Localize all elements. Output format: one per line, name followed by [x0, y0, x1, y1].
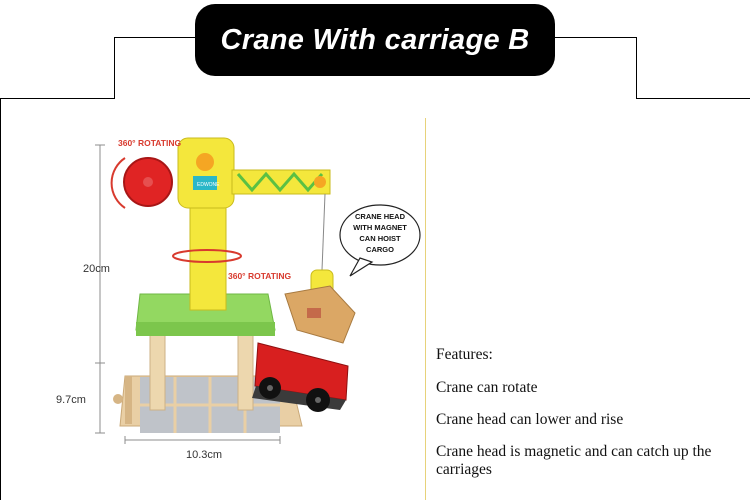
- feature-item: Crane head can lower and rise: [436, 411, 624, 428]
- dimension-height-label: 20cm: [83, 263, 110, 275]
- red-winch-wheel: [123, 157, 173, 207]
- crane-cab: [177, 137, 235, 209]
- speech-bubble: [339, 204, 421, 266]
- section-divider: [425, 118, 426, 500]
- header-frame-top-left: [114, 37, 196, 38]
- feature-item: Crane can rotate: [436, 379, 538, 396]
- pillar-left: [149, 329, 166, 411]
- product-photo: 20cm 9.7cm 10.3cm EDWONE 360° ROTATING 3…: [56, 137, 421, 461]
- header-frame-bottom-right: [636, 98, 750, 99]
- bubble-text-line-4: CARGO: [366, 245, 394, 254]
- dimension-lines: [95, 144, 281, 444]
- dimension-base-height-label: 9.7cm: [56, 394, 86, 406]
- dimension-width-label: 10.3cm: [186, 449, 222, 461]
- rotate-middle-label: 360° ROTATING: [228, 271, 291, 281]
- brand-label: EDWONE: [197, 182, 220, 188]
- pillar-right: [237, 329, 254, 411]
- header-frame-right-vertical: [636, 37, 637, 99]
- content-frame-left: [0, 98, 1, 500]
- header-frame-left-vertical: [114, 37, 115, 99]
- title-banner: Crane With carriage B: [195, 4, 555, 76]
- header-frame-bottom-left: [0, 98, 115, 99]
- bubble-text-line-2: WITH MAGNET: [353, 223, 407, 232]
- rotate-top-label: 360° ROTATING: [118, 138, 181, 148]
- features-list: Features: Crane can rotate Crane head ca…: [436, 346, 741, 493]
- header-frame-top-right: [555, 37, 637, 38]
- page-title: Crane With carriage B: [220, 23, 530, 56]
- bubble-text-line-1: CRANE HEAD: [355, 212, 406, 221]
- crane-mast: [189, 197, 227, 311]
- feature-item: Crane head is magnetic and can catch up …: [436, 443, 712, 478]
- bubble-text-line-3: CAN HOIST: [359, 234, 401, 243]
- features-heading: Features:: [436, 346, 493, 363]
